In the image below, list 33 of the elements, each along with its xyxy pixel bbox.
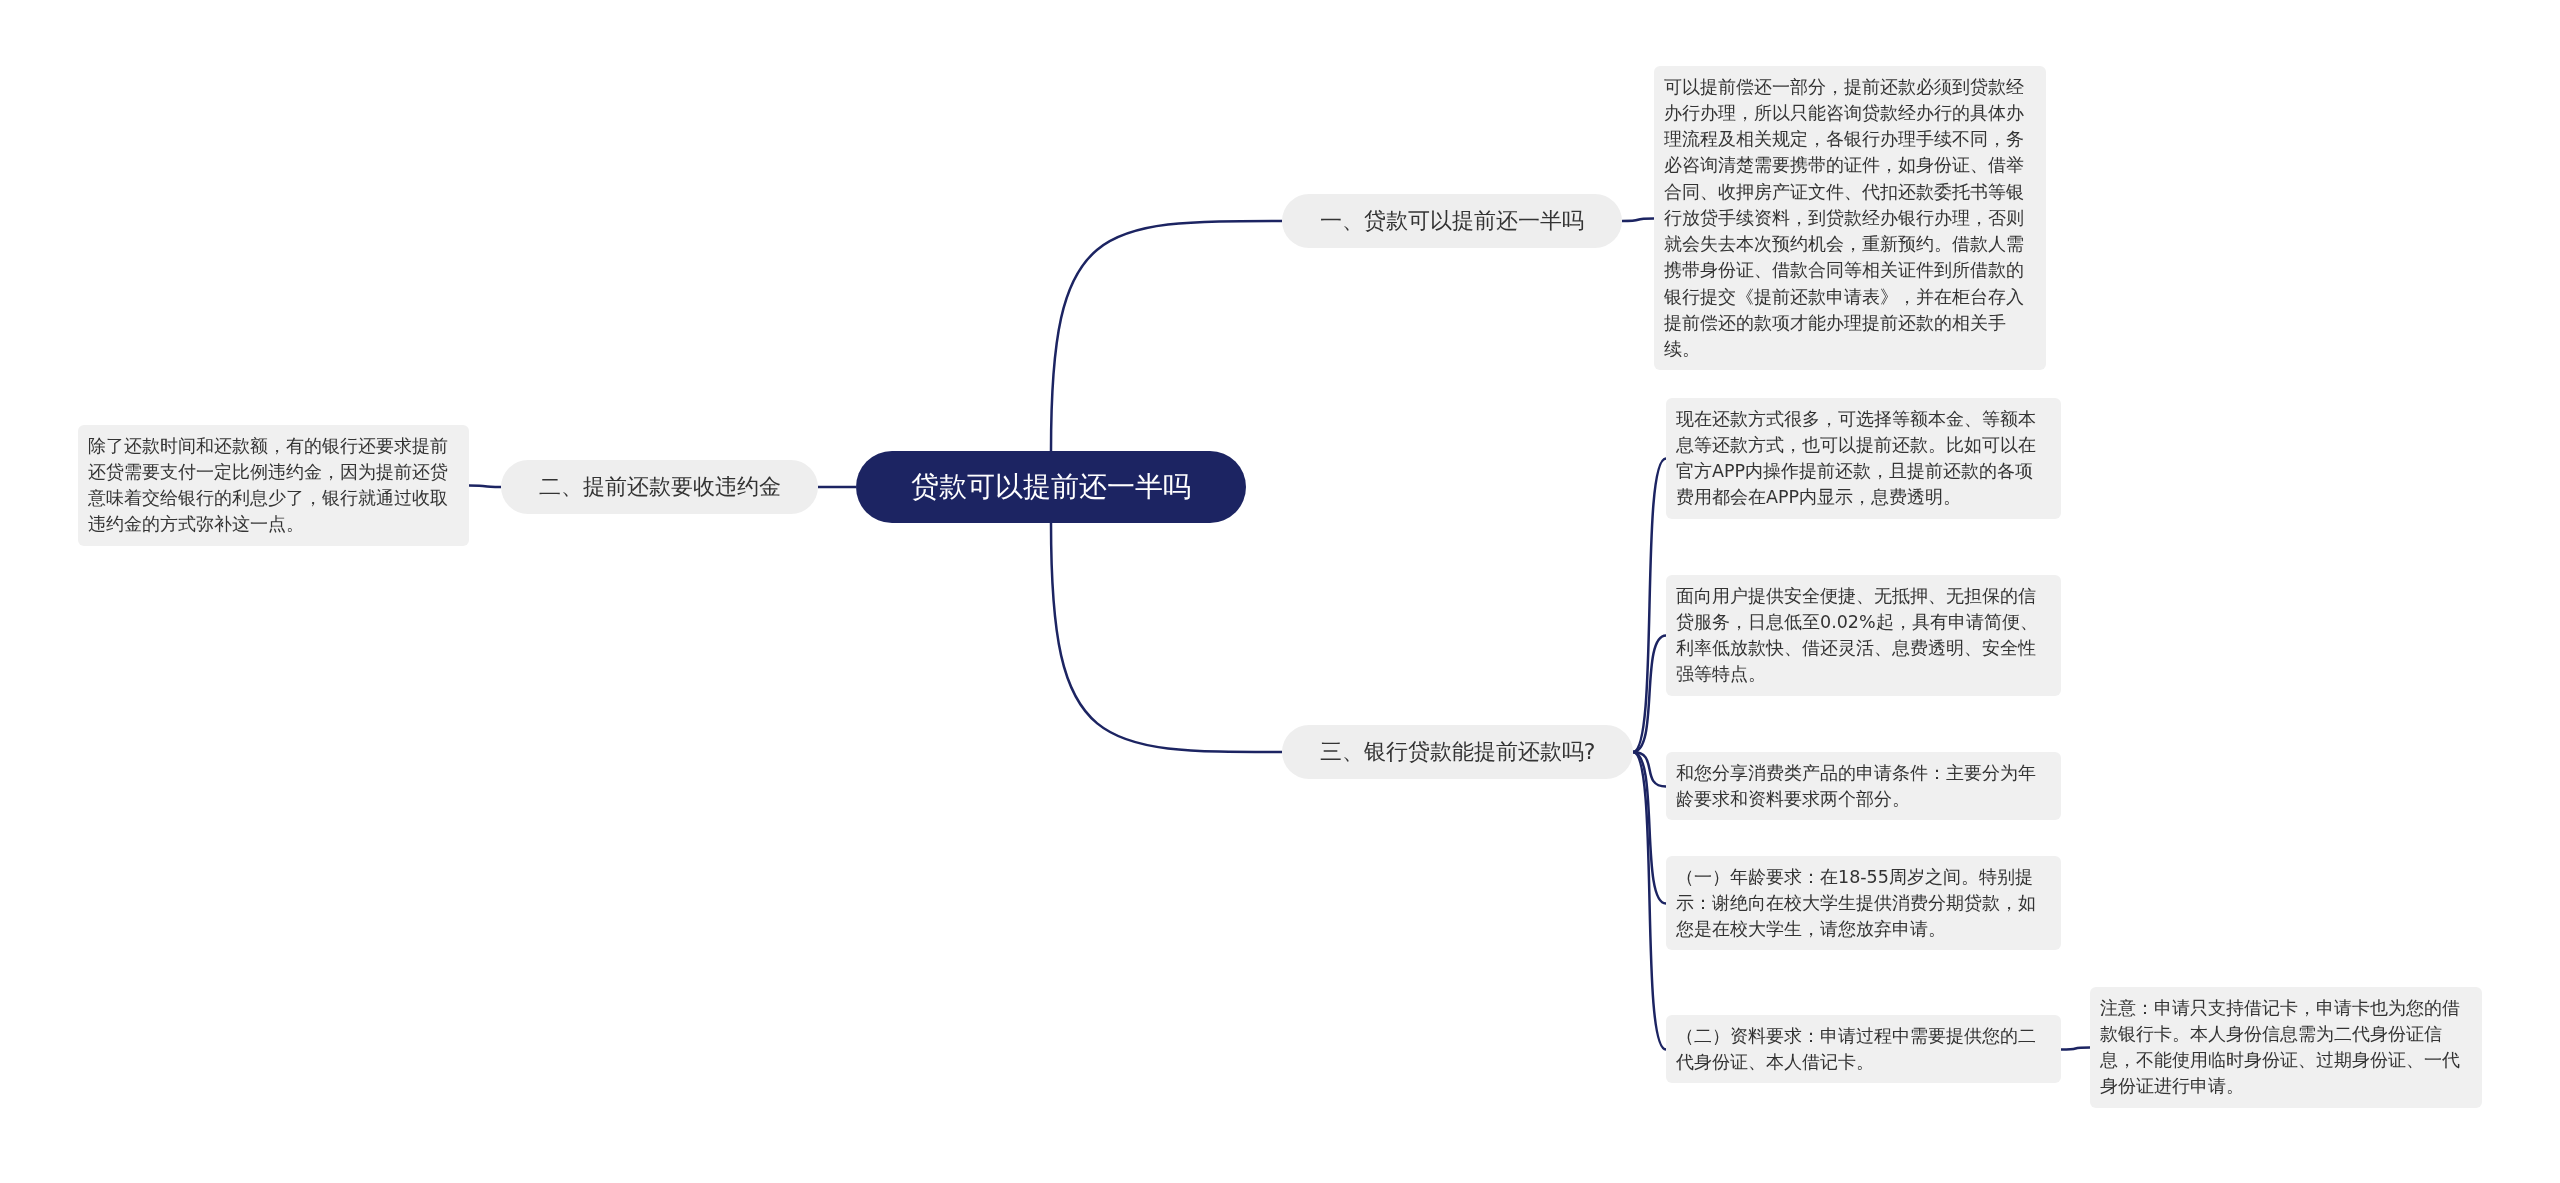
connector-line [1632, 750, 1667, 905]
connector-line [1622, 217, 1654, 223]
connector-line [469, 484, 501, 489]
connector-line [2061, 1046, 2090, 1051]
note-card [1666, 751, 2061, 820]
topic-pill [501, 460, 818, 514]
topic-text: 二、提前还款要收违约金 [538, 473, 781, 501]
connector-line [818, 485, 856, 489]
note-text: 可以提前偿还一部分，提前还款必须到贷款经办行办理，所以只能咨询贷款经办行的具体办理流程及相关规定，各银行办理手续不同，务必咨询清楚需要携带的证件，如身份证、借举合同、收押房产证文件、代扣还款委托书等银行放贷手续资料，到贷款经办银行办理，否则就会失去本次预约机会，重新预约。借款人需携带身份证、借款合同等相关证件到所借款的银行提交《提前还款申请表》，并在柜台存入提前偿还的款项才能办理提前还款的相关手续。 [1664, 76, 2024, 359]
topic-text: 一、贷款可以提前还一半吗 [1320, 207, 1584, 235]
note-text: 现在还款方式很多，可选择等额本金、等额本息等还款方式，也可以提前还款。比如可以在官方APP内操作提前还款，且提前还款的各项费用都会在APP内显示，息费透明。 [1676, 408, 2036, 508]
note-card [1666, 397, 2061, 519]
note-text: （一）年龄要求：在18-55周岁之间。特别提示：谢绝向在校大学生提供消费分期贷款，如您是在校大学生，请您放弃申请。 [1676, 866, 2036, 939]
note-card [1666, 574, 2061, 696]
connector-line [1049, 219, 1282, 452]
connector-line [1632, 751, 1667, 1051]
connector-line [1632, 634, 1667, 754]
note-card [1654, 65, 2046, 371]
note-card [1666, 855, 2061, 951]
topic-pill [1282, 725, 1633, 779]
note-text: 除了还款时间和还款额，有的银行还要求提前还贷需要支付一定比例违约金，因为提前还贷意味着交给银行的利息少了，银行就通过收取违约金的方式弥补这一点。 [88, 435, 448, 535]
connector-line [1632, 457, 1667, 753]
note-text: 面向用户提供安全便捷、无抵押、无担保的信贷服务，日息低至0.02%起，具有申请简便、利率低放款快、借还灵活、息费透明、安全性强等特点。 [1676, 585, 2038, 685]
note-card [2090, 986, 2482, 1108]
topic-pill [1282, 194, 1622, 248]
note-card [1666, 1014, 2061, 1083]
note-card [78, 424, 469, 546]
note-text: 和您分享消费类产品的申请条件：主要分为年龄要求和资料要求两个部分。 [1676, 762, 2036, 809]
topic-text: 贷款可以提前还一半吗 [911, 469, 1191, 505]
connector-line [1049, 522, 1282, 754]
note-text: （二）资料要求：申请过程中需要提供您的二代身份证、本人借记卡。 [1676, 1025, 2036, 1072]
topic-text: 三、银行贷款能提前还款吗? [1319, 738, 1596, 766]
note-text: 注意：申请只支持借记卡，申请卡也为您的借款银行卡。本人身份信息需为二代身份证信息，不能使用临时身份证、过期身份证、一代身份证进行申请。 [2100, 997, 2460, 1097]
